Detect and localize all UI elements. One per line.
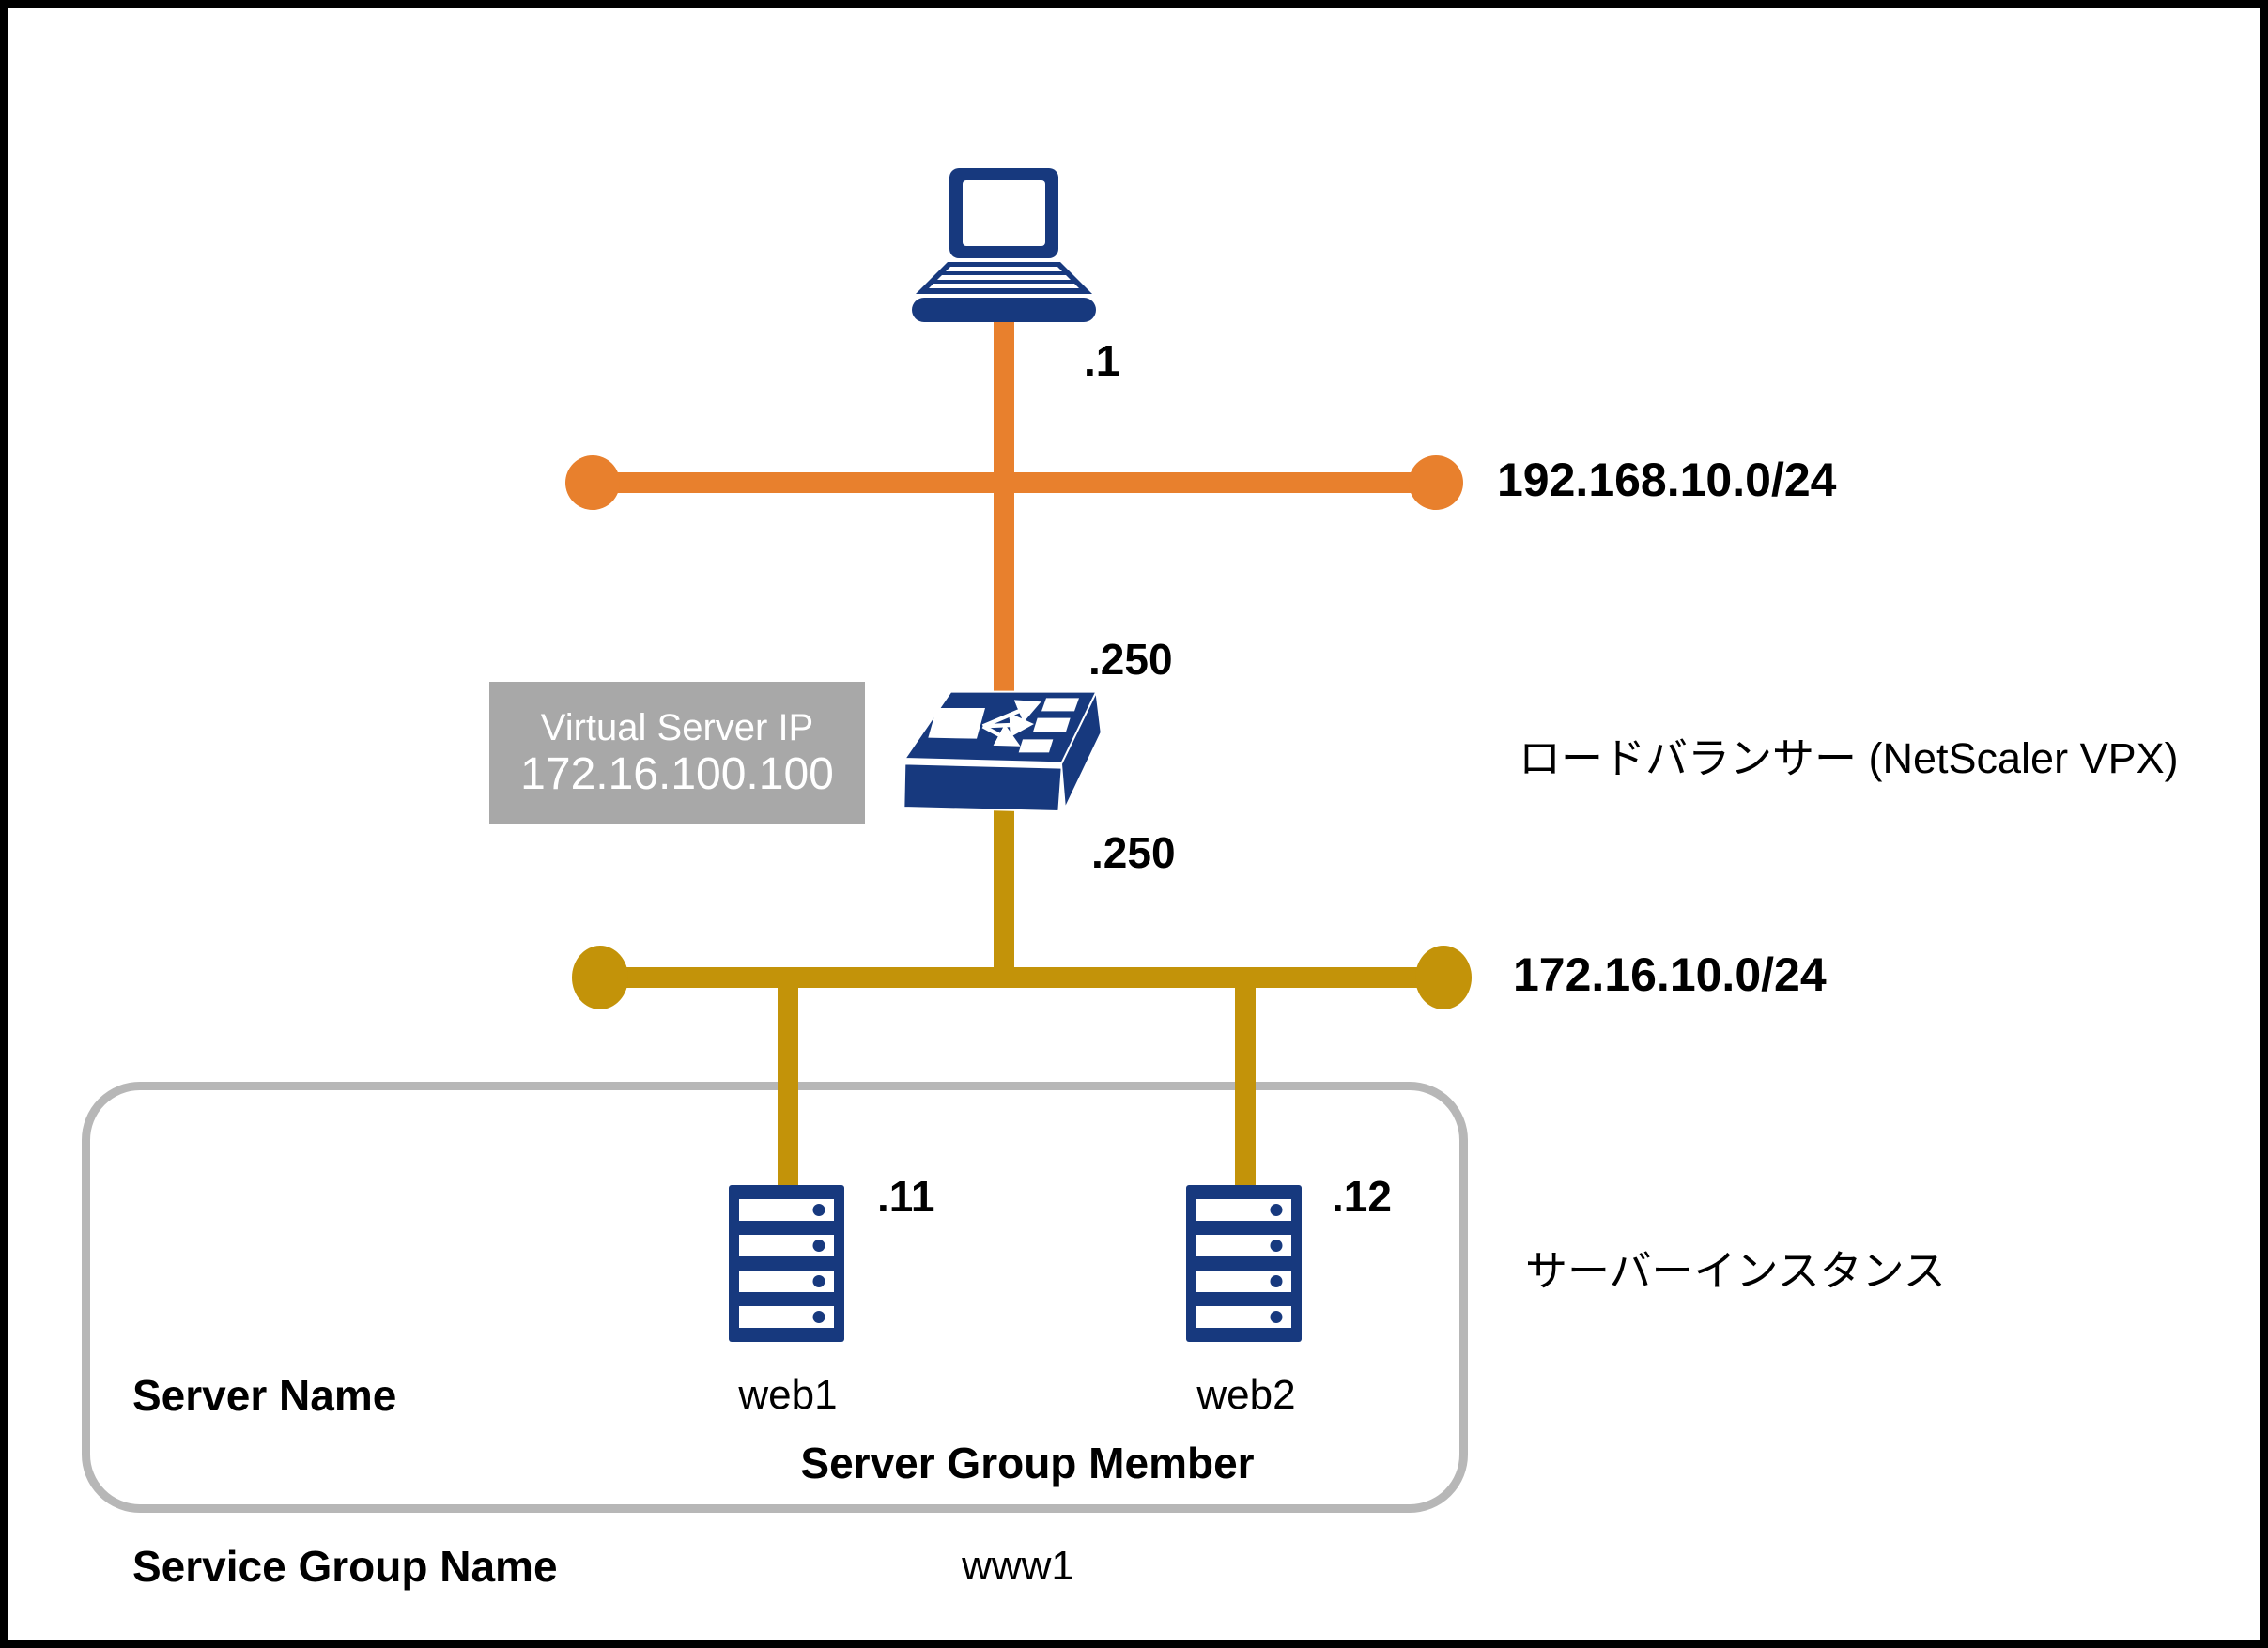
frontend-network-label: 192.168.10.0/24	[1497, 454, 1837, 506]
lb-upstream-ip-label: .250	[1088, 635, 1173, 684]
server-icon-web2	[1186, 1185, 1302, 1342]
load-balancer-icon	[903, 688, 1103, 813]
server-instances-label: サーバーインスタンス	[1525, 1247, 1946, 1295]
web1-name-label: web1	[738, 1372, 838, 1418]
service-group-name-label: Service Group Name	[132, 1542, 558, 1591]
frontend-bus-endpoint-left	[565, 455, 620, 510]
lb-downstream-ip-label: .250	[1091, 828, 1176, 877]
virtual-server-ip-value: 172.16.100.100	[520, 748, 834, 799]
server-group-box	[82, 1082, 1468, 1513]
service-group-name-value: www1	[962, 1543, 1074, 1589]
server-name-row-label: Server Name	[132, 1371, 397, 1420]
web2-name-label: web2	[1196, 1372, 1296, 1418]
load-balancer-label: ロードバランサー (NetScaler VPX)	[1519, 734, 2179, 782]
link-backend-to-web2	[1235, 978, 1256, 1186]
client-ip-label: .1	[1084, 336, 1120, 385]
virtual-server-ip-title: Virtual Server IP	[540, 706, 814, 748]
web2-ip-label: .12	[1332, 1172, 1392, 1221]
backend-bus-endpoint-right	[1415, 946, 1472, 1009]
link-client-to-frontend	[994, 311, 1014, 495]
backend-bus-endpoint-left	[572, 946, 628, 1009]
link-lb-to-backend	[994, 797, 1014, 978]
backend-network-label: 172.16.10.0/24	[1513, 948, 1827, 1001]
web1-ip-label: .11	[877, 1172, 935, 1221]
virtual-server-ip-box: Virtual Server IP 172.16.100.100	[489, 682, 865, 824]
link-backend-to-web1	[778, 978, 798, 1186]
frontend-bus-endpoint-right	[1409, 455, 1463, 510]
server-icon-web1	[729, 1185, 844, 1342]
backend-network-bus	[600, 967, 1445, 988]
link-frontend-to-lb	[994, 483, 1014, 691]
server-group-member-label: Server Group Member	[800, 1439, 1255, 1487]
laptop-icon	[912, 168, 1096, 322]
frontend-network-bus	[593, 472, 1438, 493]
